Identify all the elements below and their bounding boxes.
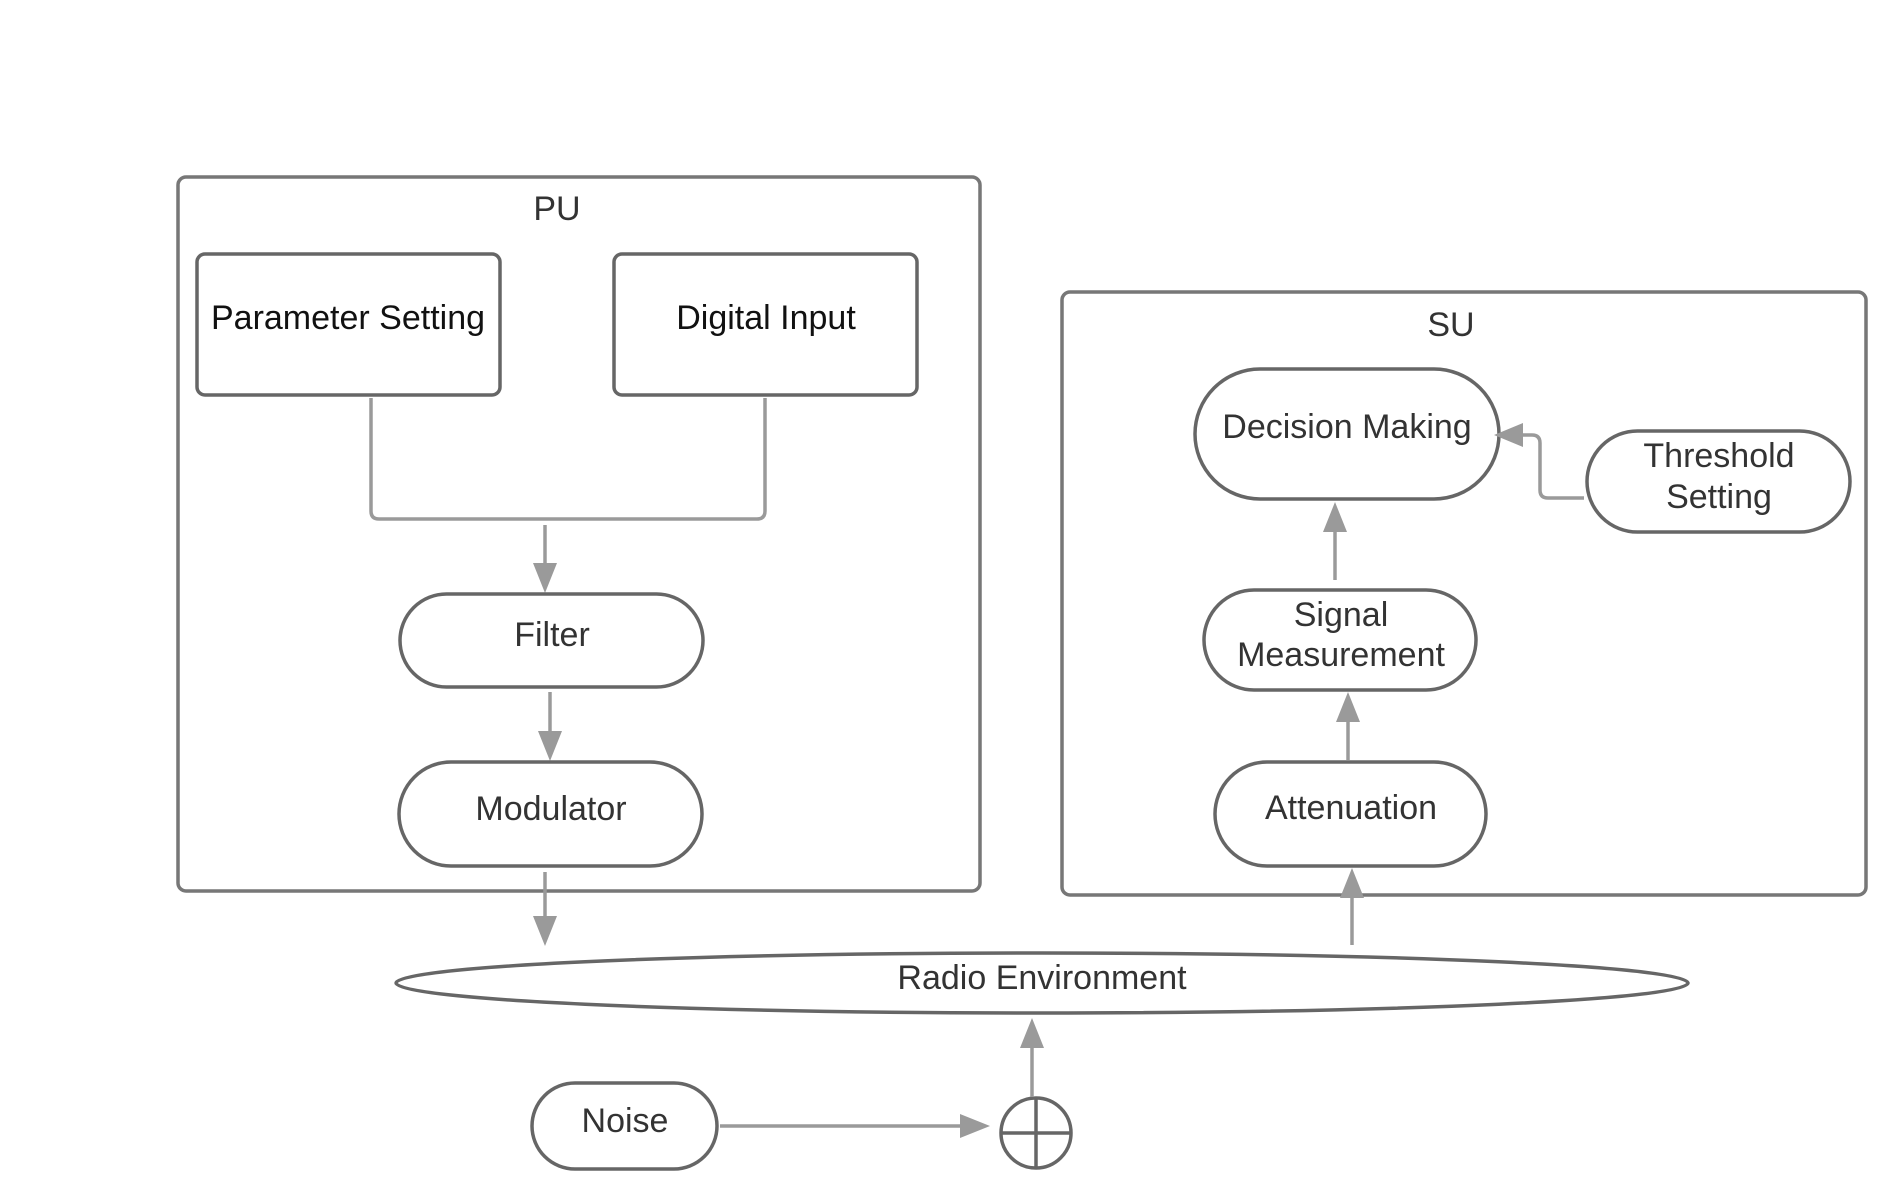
parameter-setting-box	[195, 252, 502, 397]
parameter-setting-label: Parameter Setting	[211, 299, 485, 337]
merge-connector	[369, 398, 767, 521]
pu-title: PU	[533, 190, 580, 228]
signal-measurement-label-line1: Signal	[1294, 596, 1389, 634]
attenuation-label: Attenuation	[1265, 789, 1437, 827]
arrowhead-adder-to-radio-environment	[1020, 1018, 1044, 1048]
decision-making-label: Decision Making	[1222, 408, 1471, 446]
su-group: SU Decision Making Threshold Setting Sig…	[1060, 290, 1868, 897]
su-container	[1060, 290, 1868, 897]
modulator-label: Modulator	[475, 790, 626, 828]
signal-measurement-label-line2: Measurement	[1237, 636, 1445, 674]
signal-measurement-node	[1202, 588, 1478, 692]
pu-container	[176, 175, 982, 893]
connector-threshold-to-decision	[1520, 433, 1584, 500]
filter-label: Filter	[514, 616, 590, 654]
radio-environment-node	[394, 951, 1690, 1015]
arrowhead-to-radio-environment	[533, 916, 557, 946]
filter-node	[398, 592, 705, 689]
arrowhead-to-adder	[960, 1114, 990, 1138]
digital-input-label: Digital Input	[676, 299, 856, 337]
summing-junction-icon	[999, 1096, 1073, 1170]
threshold-setting-node	[1585, 429, 1852, 534]
arrowhead-to-filter	[533, 563, 557, 593]
arrowhead-to-signal-measurement	[1336, 692, 1360, 722]
arrowhead-to-decision-making	[1494, 423, 1523, 447]
digital-input-box	[612, 252, 919, 397]
radio-environment-label: Radio Environment	[897, 959, 1187, 997]
arrowhead-to-decision-from-signal	[1323, 502, 1347, 532]
threshold-setting-label-line1: Threshold	[1643, 437, 1794, 475]
attenuation-node	[1213, 760, 1488, 868]
su-title: SU	[1427, 306, 1474, 344]
threshold-setting-label-line2: Setting	[1666, 478, 1772, 516]
arrowhead-to-attenuation	[1340, 868, 1364, 898]
modulator-node	[397, 760, 704, 868]
pu-group: PU Parameter Setting Digital Input Filte…	[176, 175, 982, 893]
arrowhead-to-modulator	[538, 731, 562, 761]
noise-node	[530, 1081, 719, 1171]
noise-label: Noise	[582, 1102, 669, 1140]
